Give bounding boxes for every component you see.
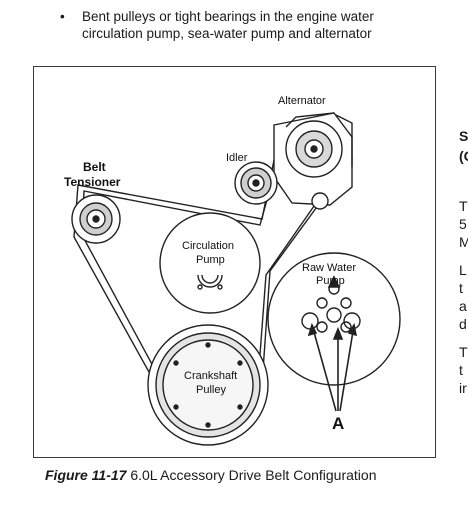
caption-text: 6.0L Accessory Drive Belt Configuration — [126, 467, 377, 483]
side-line: a — [459, 298, 467, 314]
side-line: ir — [459, 380, 467, 396]
bullet-text: Bent pulleys or tight bearings in the en… — [82, 8, 442, 42]
bullet-line-2: circulation pump, sea-water pump and alt… — [82, 26, 372, 41]
caption-figure-number: Figure 11-17 — [45, 467, 127, 483]
idler-pulley — [234, 161, 278, 205]
side-line: t — [459, 362, 463, 378]
figure-caption: Figure 11-17 6.0L Accessory Drive Belt C… — [45, 467, 376, 483]
bullet-marker: • — [60, 9, 65, 24]
side-line: 5 — [459, 216, 467, 232]
label-raw-water-pump: Pump — [316, 275, 345, 287]
crankshaft-pulley — [147, 324, 269, 446]
label-circulation: Circulation — [182, 240, 234, 252]
belt-tensioner-pulley — [71, 194, 121, 244]
label-belt: Belt — [83, 160, 106, 174]
side-line: L — [459, 262, 467, 278]
label-alternator: Alternator — [278, 95, 326, 107]
belt-diagram: Alternator Idler Belt Tensioner Circulat… — [64, 95, 401, 446]
callout-arrows — [307, 275, 358, 412]
label-idler: Idler — [226, 152, 248, 164]
side-line: T — [459, 344, 468, 360]
label-raw-water: Raw Water — [302, 262, 356, 274]
side-line: (C — [459, 148, 468, 164]
label-circulation-pump: Pump — [196, 254, 225, 266]
side-line: M — [459, 234, 468, 250]
alternator-body — [273, 112, 353, 210]
label-crankshaft: Crankshaft — [184, 370, 237, 382]
circulation-pump-pulley — [159, 212, 261, 314]
side-line: S — [459, 128, 468, 144]
side-line: T — [459, 198, 468, 214]
label-callout-a: A — [332, 414, 344, 433]
side-line: d — [459, 316, 467, 332]
belt-diagram-figure: Alternator Idler Belt Tensioner Circulat… — [33, 66, 436, 458]
label-tensioner: Tensioner — [64, 175, 121, 189]
side-line: t — [459, 280, 463, 296]
bullet-line-1: Bent pulleys or tight bearings in the en… — [82, 9, 374, 24]
label-crankshaft-pulley: Pulley — [196, 384, 226, 396]
